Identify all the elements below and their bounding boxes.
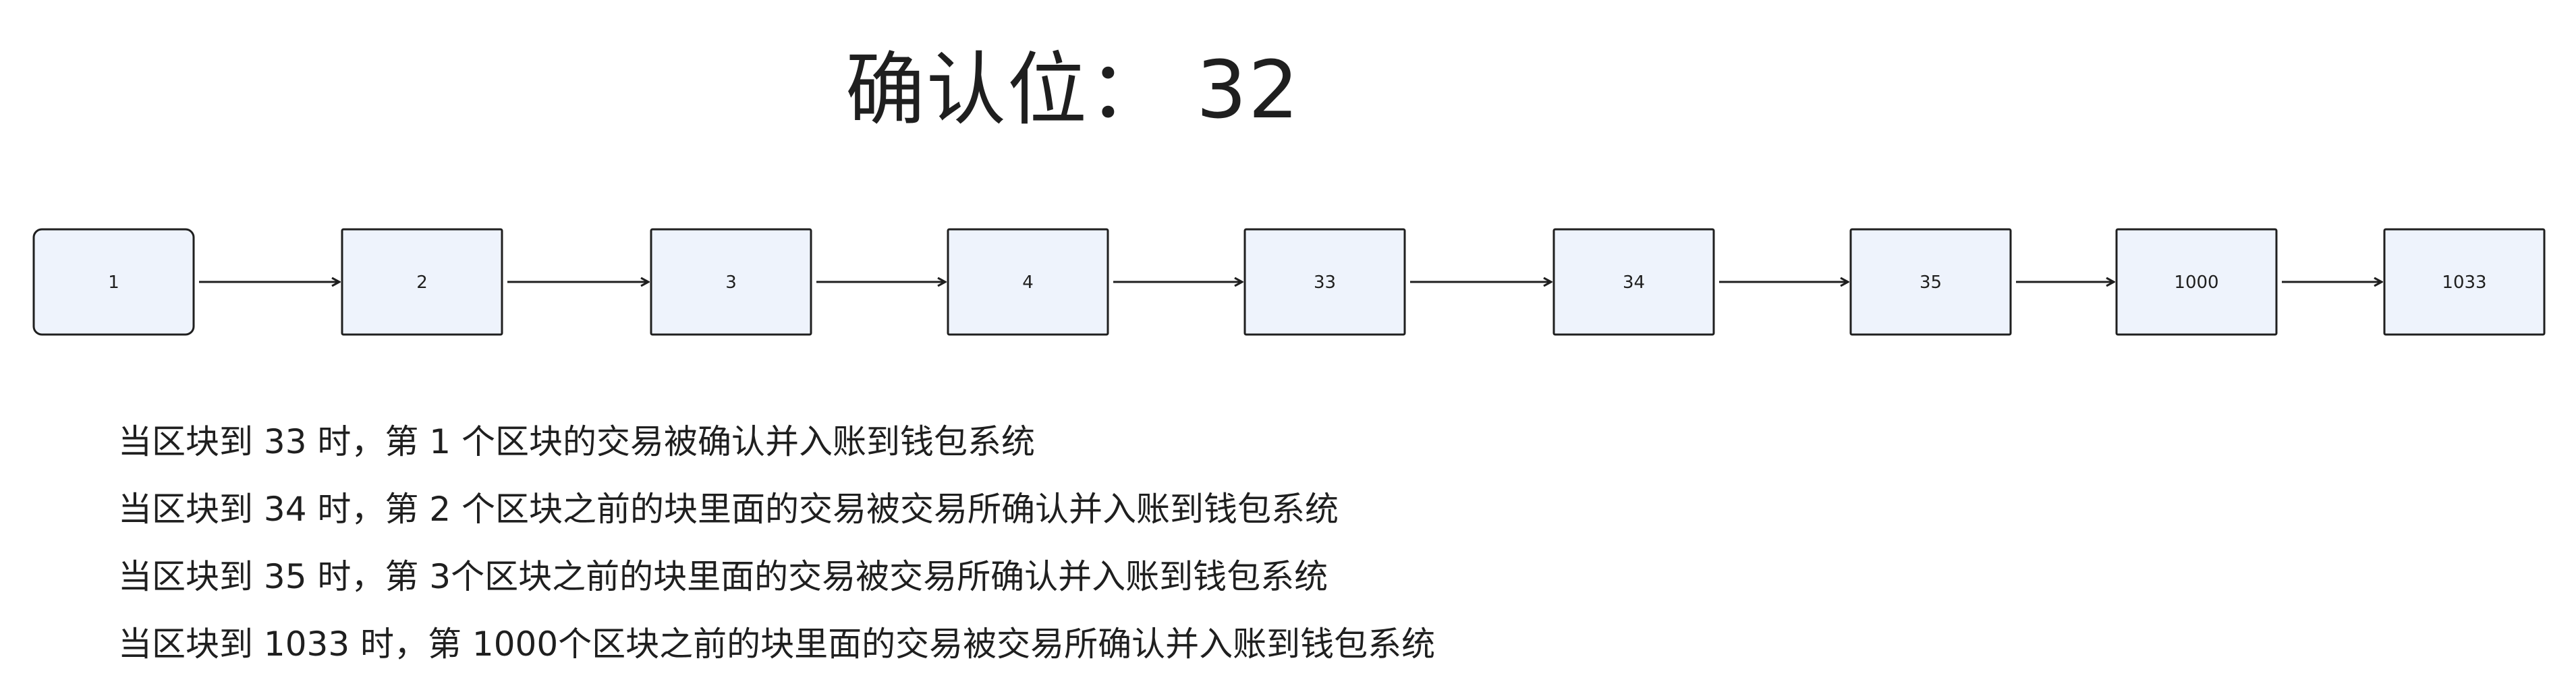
block-label: 4	[1022, 272, 1034, 293]
block-label: 34	[1623, 272, 1645, 293]
block-node: 33	[1243, 228, 1406, 336]
block-node: 3	[650, 228, 812, 336]
block-node: 4	[947, 228, 1109, 336]
block-box	[2383, 228, 2546, 336]
block-box	[1552, 228, 1715, 336]
block-box	[947, 228, 1109, 336]
block-box	[650, 228, 812, 336]
note-line: 当区块到 1033 时，第 1000个区块之前的块里面的交易被交易所确认并入账到…	[118, 625, 1436, 664]
block-box	[2115, 228, 2278, 336]
block-label: 3	[725, 272, 737, 293]
note-line: 当区块到 35 时，第 3个区块之前的块里面的交易被交易所确认并入账到钱包系统	[118, 557, 1328, 596]
note-line: 当区块到 34 时，第 2 个区块之前的块里面的交易被交易所确认并入账到钱包系统	[118, 490, 1339, 529]
block-label: 33	[1314, 272, 1336, 293]
block-label: 1000	[2174, 272, 2218, 293]
block-node: 34	[1552, 228, 1715, 336]
block-box	[32, 228, 195, 336]
note-line: 当区块到 33 时，第 1 个区块的交易被确认并入账到钱包系统	[118, 422, 1036, 461]
block-node: 1	[32, 228, 195, 336]
block-label: 2	[416, 272, 428, 293]
confirmation-label: 确认位：	[845, 43, 1169, 136]
block-box	[1243, 228, 1406, 336]
confirmation-count: 32	[1196, 43, 1301, 136]
block-label: 1	[108, 272, 119, 293]
confirmation-notes: 当区块到 33 时，第 1 个区块的交易被确认并入账到钱包系统 当区块到 34 …	[118, 408, 1435, 678]
block-label: 35	[1920, 272, 1942, 293]
block-node: 2	[341, 228, 503, 336]
block-node: 1000	[2115, 228, 2278, 336]
block-label: 1033	[2442, 272, 2486, 293]
page-title: 确认位： 32	[0, 39, 2146, 140]
block-node: 1033	[2383, 228, 2546, 336]
block-node: 35	[1849, 228, 2012, 336]
block-box	[341, 228, 503, 336]
block-box	[1849, 228, 2012, 336]
